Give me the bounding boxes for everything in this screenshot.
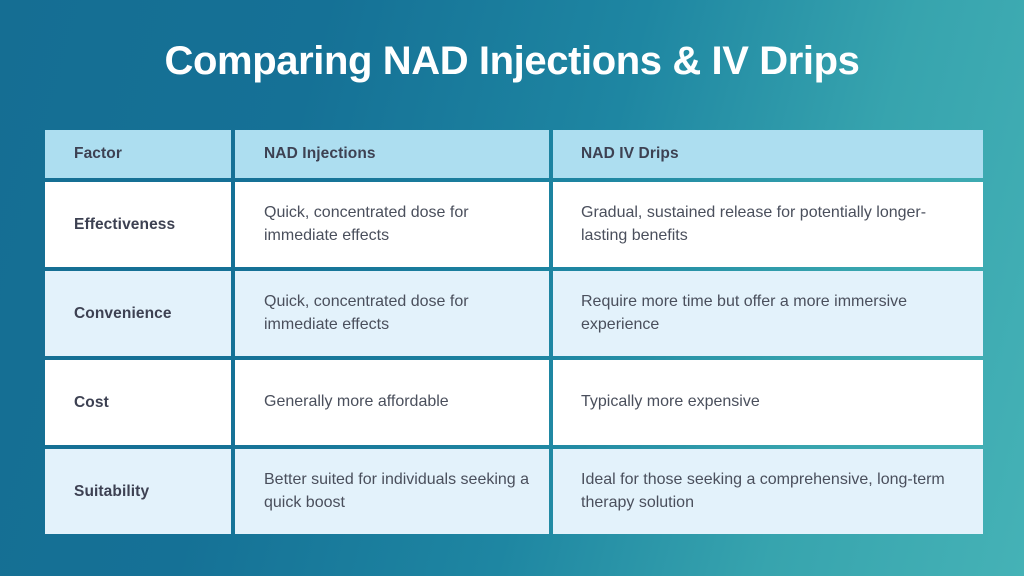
cell-factor: Effectiveness [45, 182, 231, 267]
cell-injections: Quick, concentrated dose for immediate e… [235, 182, 549, 267]
cell-factor: Suitability [45, 449, 231, 534]
column-header-factor-cell: Factor [45, 130, 231, 178]
cell-injections-text: Better suited for individuals seeking a … [264, 470, 530, 511]
cell-factor: Convenience [45, 271, 231, 356]
cell-injections-inner: Better suited for individuals seeking a … [235, 449, 549, 534]
cell-injections-text: Generally more affordable [264, 393, 449, 411]
cell-factor-inner: Cost [45, 360, 231, 445]
cell-factor-text: Suitability [74, 482, 150, 500]
table-header: Factor NAD Injections NAD IV Drips [45, 130, 983, 178]
cell-drips: Require more time but offer a more immer… [553, 271, 983, 356]
cell-injections-inner: Quick, concentrated dose for immediate e… [235, 182, 549, 267]
cell-injections: Quick, concentrated dose for immediate e… [235, 271, 549, 356]
cell-drips-text: Ideal for those seeking a comprehensive,… [581, 470, 945, 511]
cell-drips-inner: Require more time but offer a more immer… [553, 271, 983, 356]
cell-drips: Typically more expensive [553, 360, 983, 445]
cell-drips: Gradual, sustained release for potential… [553, 182, 983, 267]
cell-factor-inner: Convenience [45, 271, 231, 356]
column-header-drips-cell: NAD IV Drips [553, 130, 983, 178]
table-body: Effectiveness Quick, concentrated dose f… [45, 182, 983, 534]
page-title: Comparing NAD Injections & IV Drips [164, 39, 860, 83]
table-row: Suitability Better suited for individual… [45, 449, 983, 534]
column-header-drips: NAD IV Drips [553, 130, 983, 178]
table-row: Effectiveness Quick, concentrated dose f… [45, 182, 983, 267]
cell-factor-text: Effectiveness [74, 215, 176, 233]
column-header-factor: Factor [45, 130, 231, 178]
cell-injections-inner: Quick, concentrated dose for immediate e… [235, 271, 549, 356]
cell-injections-text: Quick, concentrated dose for immediate e… [264, 292, 469, 333]
cell-drips: Ideal for those seeking a comprehensive,… [553, 449, 983, 534]
cell-drips-text: Gradual, sustained release for potential… [581, 203, 927, 244]
cell-factor-inner: Suitability [45, 449, 231, 534]
cell-injections-inner: Generally more affordable [235, 360, 549, 445]
cell-injections-text: Quick, concentrated dose for immediate e… [264, 203, 469, 244]
cell-drips-inner: Ideal for those seeking a comprehensive,… [553, 449, 983, 534]
cell-injections: Better suited for individuals seeking a … [235, 449, 549, 534]
column-header-injections-cell: NAD Injections [235, 130, 549, 178]
cell-factor-text: Convenience [74, 304, 172, 322]
table-row: Cost Generally more affordable Typically… [45, 360, 983, 445]
cell-drips-inner: Typically more expensive [553, 360, 983, 445]
column-header-factor-label: Factor [74, 145, 122, 162]
cell-injections: Generally more affordable [235, 360, 549, 445]
cell-factor-text: Cost [74, 393, 109, 411]
cell-drips-inner: Gradual, sustained release for potential… [553, 182, 983, 267]
cell-drips-text: Typically more expensive [581, 393, 760, 411]
cell-factor-inner: Effectiveness [45, 182, 231, 267]
column-header-drips-label: NAD IV Drips [581, 145, 679, 162]
cell-drips-text: Require more time but offer a more immer… [581, 292, 908, 333]
cell-factor: Cost [45, 360, 231, 445]
column-header-injections: NAD Injections [235, 130, 549, 178]
table-row: Convenience Quick, concentrated dose for… [45, 271, 983, 356]
column-header-injections-label: NAD Injections [264, 145, 376, 162]
table-header-row: Factor NAD Injections NAD IV Drips [45, 130, 983, 178]
comparison-table: Factor NAD Injections NAD IV Drips [41, 126, 987, 538]
